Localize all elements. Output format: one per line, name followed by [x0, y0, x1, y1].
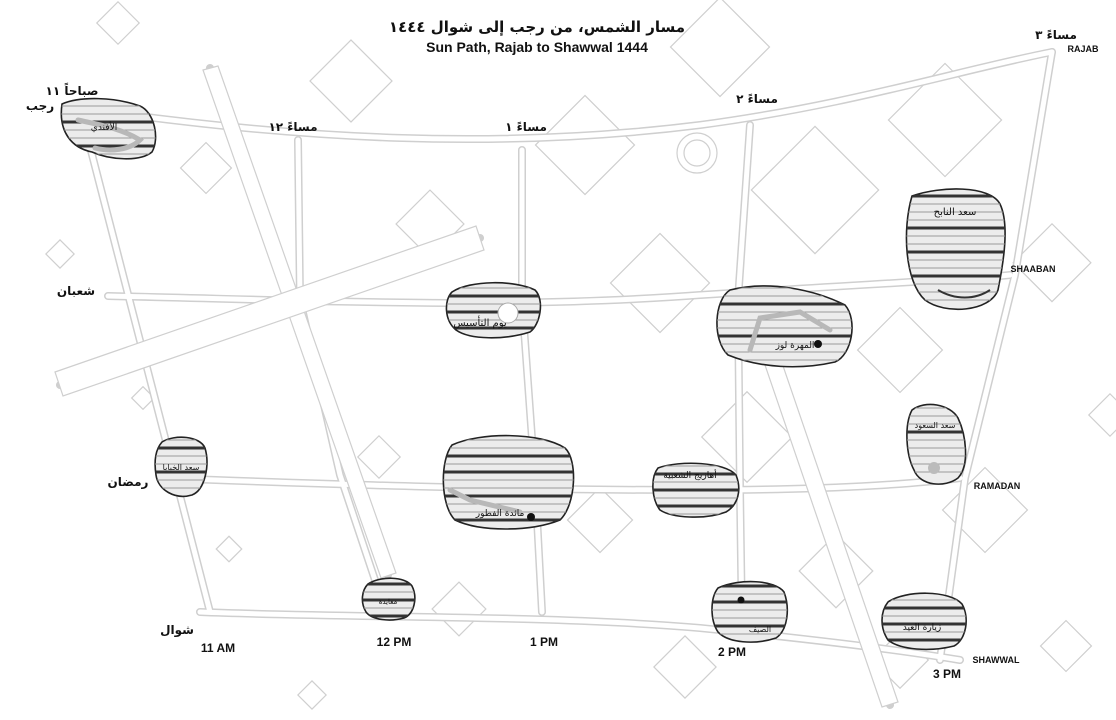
title-english: Sun Path, Rajab to Shawwal 1444: [426, 39, 648, 55]
blob-7[interactable]: أهازيج الشعبية: [648, 462, 745, 518]
blob-4-label: المهرة لوز: [775, 341, 815, 351]
blob-7-label: أهازيج الشعبية: [663, 469, 716, 481]
row-label-shaaban-en: SHAABAN: [1011, 264, 1056, 274]
blob-2[interactable]: سعد النابح: [900, 188, 1010, 311]
top-time-3pm: مساءً ٣: [1035, 28, 1077, 42]
blob-3-label: يوم التأسيس: [453, 315, 507, 329]
road-grid: [54, 48, 1056, 709]
row-label-shawwal-en: SHAWWAL: [973, 655, 1020, 665]
blob-6-label: مائدة الفطور: [475, 509, 525, 519]
title-arabic: مسار الشمس، من رجب إلى شوال ١٤٤٤: [389, 18, 685, 36]
top-time-1pm: مساءً ١: [505, 120, 547, 134]
blob-3[interactable]: يوم التأسيس: [440, 281, 550, 339]
blob-1[interactable]: الأفندي: [55, 97, 165, 160]
top-time-12pm: مساءً ١٢: [268, 120, 317, 134]
blob-10-label: الصيف: [749, 625, 771, 634]
blob-8[interactable]: سعد السعود: [900, 403, 975, 485]
blob-8-label: سعد السعود: [915, 421, 956, 430]
bottom-time-3pm: 3 PM: [933, 667, 961, 681]
bottom-time-12pm: 12 PM: [377, 635, 412, 649]
blob-11-label: زيارة العيد: [903, 623, 942, 633]
blob-1-label: الأفندي: [91, 121, 117, 133]
row-label-shaaban: شعبان: [57, 284, 95, 298]
blob-10[interactable]: الصيف: [705, 580, 795, 643]
bottom-time-2pm: 2 PM: [718, 645, 746, 659]
blob-11[interactable]: زيارة العيد: [878, 592, 972, 651]
row-label-ramadan-en: RAMADAN: [974, 481, 1021, 491]
blob-2-label: سعد النابح: [934, 207, 977, 218]
blob-5-label: سعد الخبايا: [163, 463, 200, 472]
blob-9[interactable]: معايدة: [358, 577, 420, 621]
blob-6[interactable]: مائدة الفطور: [440, 434, 580, 530]
row-label-rajab-en: RAJAB: [1067, 44, 1099, 54]
row-label-shawwal: شوال: [160, 623, 194, 638]
bottom-time-11am: 11 AM: [201, 641, 235, 655]
bottom-time-1pm: 1 PM: [530, 635, 558, 649]
row-label-ramadan: رمضان: [108, 475, 149, 489]
row-label-rajab: رجب: [26, 99, 54, 113]
row-label-rajab-extra: صباحاً ١١: [46, 82, 99, 98]
top-time-2pm: مساءً ٢: [736, 92, 778, 106]
background-diamond-pattern: [45, 0, 1116, 710]
blob-9-label: معايدة: [379, 598, 398, 606]
blob-5[interactable]: سعد الخبايا: [150, 436, 215, 497]
blob-4[interactable]: المهرة لوز: [710, 285, 860, 368]
